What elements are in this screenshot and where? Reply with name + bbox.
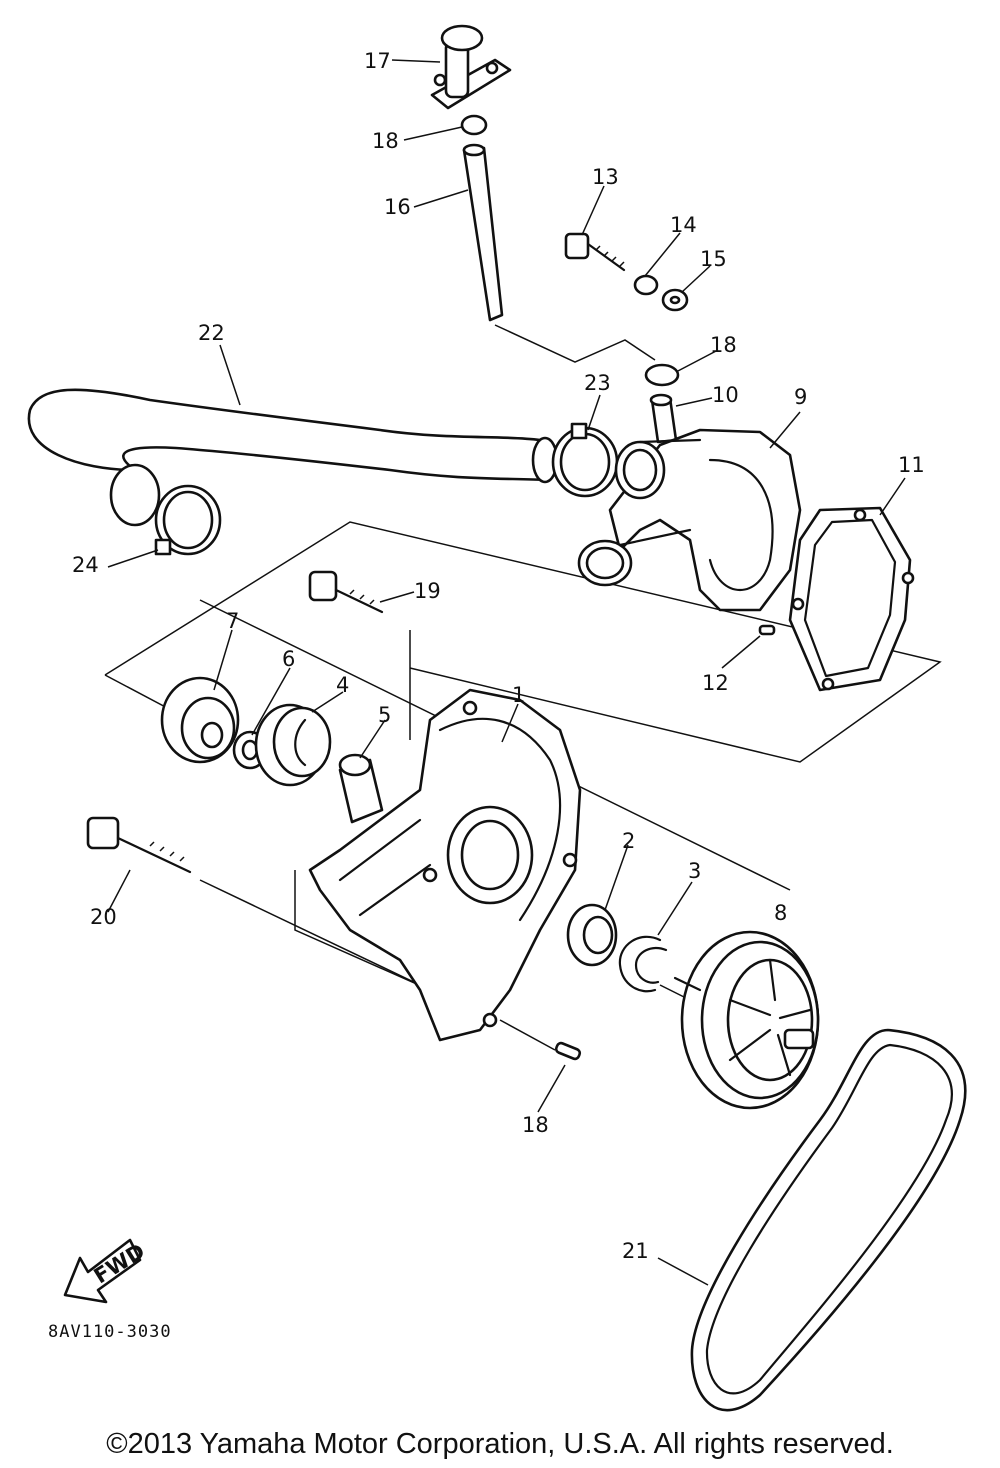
callout-19: 18 [522, 1113, 549, 1137]
part-4-mechanical-seal [254, 703, 332, 787]
callout-leaders [107, 59, 906, 1286]
part-8-pulley [673, 930, 820, 1110]
part-17-outlet-fitting [430, 24, 512, 110]
callout-1: 1 [512, 683, 525, 707]
callout-23: 22 [198, 321, 225, 345]
part-24-clamp-left [154, 484, 222, 556]
callout-7: 7 [226, 609, 239, 633]
part-14-lock-washer [633, 274, 659, 296]
callout-5: 5 [378, 703, 391, 727]
part-12-dowel [758, 624, 776, 636]
part-15-washer [661, 288, 689, 312]
part-3-circlip [618, 935, 668, 993]
part-10-nipple [649, 393, 678, 444]
part-24-clamp-right [551, 422, 619, 498]
part-18-clamp-lower [644, 363, 680, 387]
callout-12: 12 [702, 671, 729, 695]
callout-22: 21 [622, 1239, 649, 1263]
callout-24-right: 23 [584, 371, 611, 395]
part-1-pump-housing [308, 688, 582, 1042]
callout-13: 13 [592, 165, 619, 189]
fwd-label: FWD [90, 1239, 149, 1288]
callout-9: 9 [794, 385, 807, 409]
diagram-code: 8AV110-3030 [48, 1322, 172, 1342]
callout-8: 8 [774, 901, 787, 925]
part-23-hose [27, 388, 559, 527]
callout-4: 4 [336, 673, 349, 697]
part-22-belt [690, 1028, 967, 1412]
callout-17: 17 [364, 49, 391, 73]
copyright-notice: ©2013 Yamaha Motor Corporation, U.S.A. A… [106, 1428, 894, 1460]
callout-14: 14 [670, 213, 697, 237]
callout-10: 10 [712, 383, 739, 407]
callout-6: 6 [282, 647, 295, 671]
part-19-dowel [554, 1041, 582, 1061]
part-11-gasket [788, 506, 915, 692]
callout-labels: 17 18 16 13 14 15 18 10 9 11 12 22 23 24… [72, 49, 925, 1263]
fwd-arrow: FWD [63, 1238, 149, 1304]
part-5-collar [338, 753, 384, 824]
callout-11: 11 [898, 453, 925, 477]
callout-3: 3 [688, 859, 701, 883]
callout-2: 2 [622, 829, 635, 853]
part-2-bearing [566, 903, 618, 967]
part-9-pump-cover [577, 428, 802, 612]
callout-20: 19 [414, 579, 441, 603]
callout-21: 20 [90, 905, 117, 929]
part-16-pipe [462, 143, 504, 322]
callout-16: 16 [384, 195, 411, 219]
callout-18-lower: 18 [710, 333, 737, 357]
callout-24-left: 24 [72, 553, 99, 577]
part-20-bolt [308, 570, 384, 614]
part-13-bolt [564, 232, 626, 272]
part-7-impeller [160, 676, 240, 764]
part-21-long-bolt [86, 816, 192, 874]
callout-18-top: 18 [372, 129, 399, 153]
callout-15: 15 [700, 247, 727, 271]
part-18-clamp-top [460, 114, 488, 136]
